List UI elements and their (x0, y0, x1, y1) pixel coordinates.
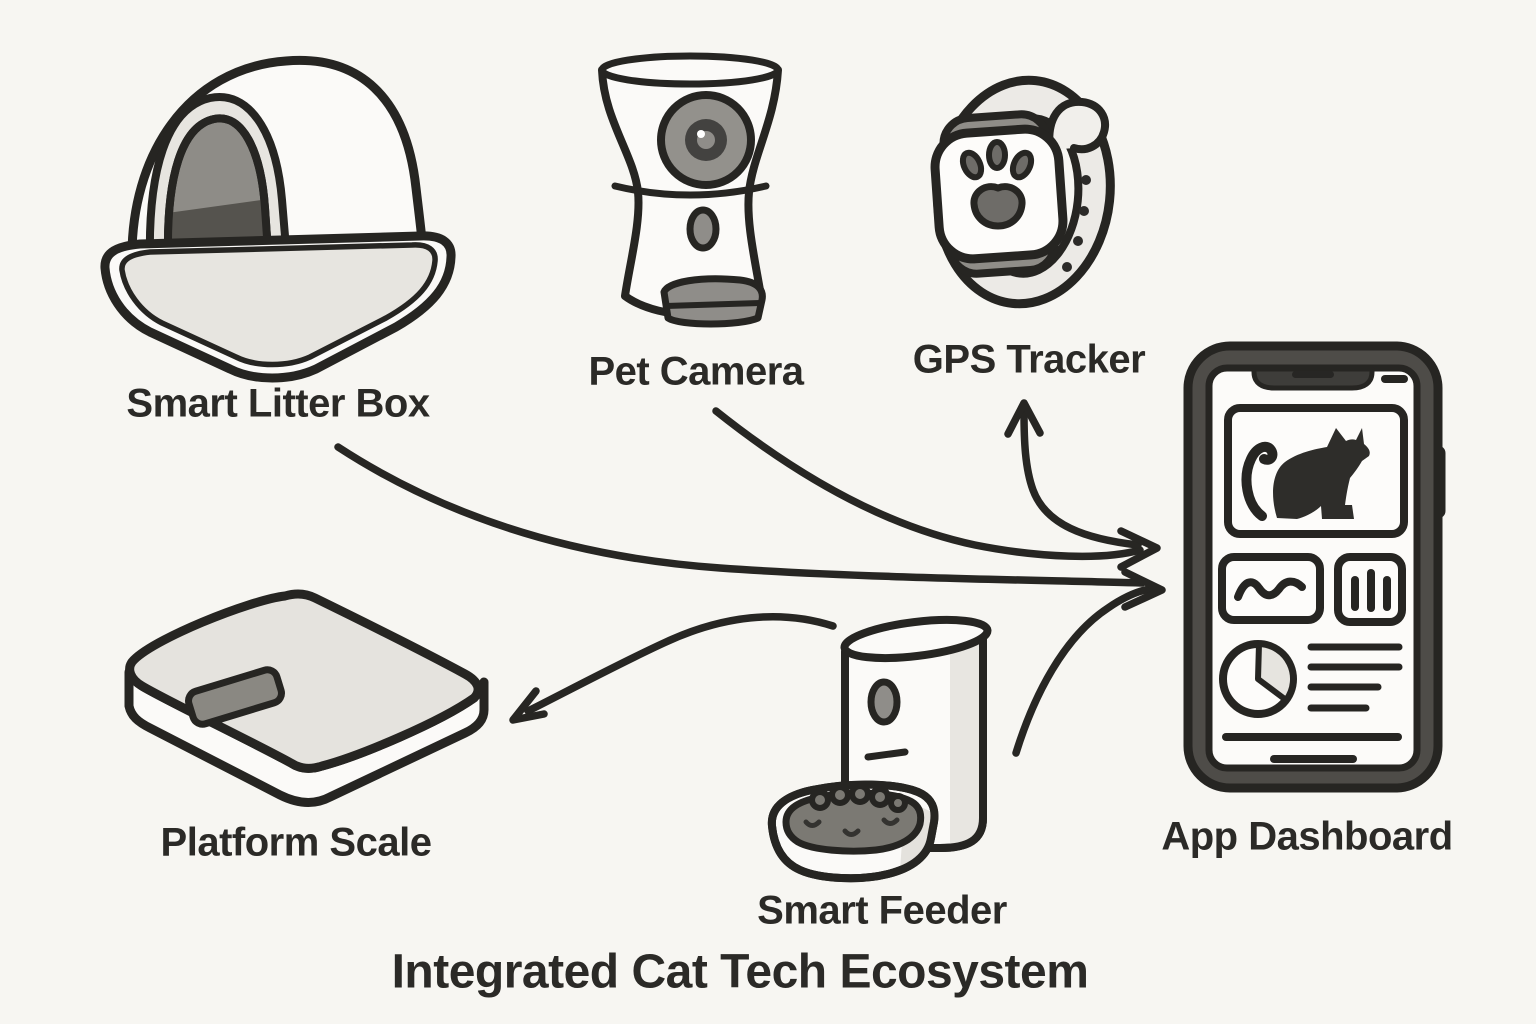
label-gps-tracker: GPS Tracker (912, 337, 1146, 382)
gps-strap-hook (1045, 97, 1109, 154)
arrowhead-right-upper (1117, 527, 1161, 571)
pet-camera-top-rim (598, 52, 782, 88)
litter-box-tray-inner (119, 242, 438, 368)
diagram-title: Integrated Cat Tech Ecosystem (391, 945, 1089, 999)
feeder-top-rim (840, 615, 992, 663)
label-smart-litter-box: Smart Litter Box (126, 381, 430, 426)
arrow-dashboard-to-platform-scale (524, 612, 837, 715)
pie-chart-slice (1255, 641, 1296, 703)
bar-chart-icon (1351, 569, 1391, 612)
cat-tail (1241, 441, 1278, 521)
dashboard-bottom-lines (1222, 733, 1402, 763)
pet-camera-illustration (598, 52, 782, 328)
label-app-dashboard: App Dashboard (1161, 814, 1453, 859)
dashboard-text-lines (1307, 643, 1403, 712)
feeder-button (867, 678, 901, 726)
line-chart-card (1218, 553, 1324, 624)
pet-camera-button (686, 206, 720, 252)
phone-notch (1251, 366, 1375, 391)
label-platform-scale: Platform Scale (160, 820, 432, 865)
label-smart-feeder: Smart Feeder (757, 888, 1007, 933)
arrowhead-up-gps (1004, 399, 1044, 438)
platform-scale-illustration (124, 589, 489, 807)
smart-feeder-illustration (767, 615, 992, 883)
pet-camera-seam (611, 182, 770, 199)
arrow-dashboard-to-gps-tracker (1020, 408, 1142, 549)
scale-display (185, 666, 285, 728)
gps-tracker-illustration (930, 75, 1115, 309)
pet-camera-base-flap (660, 275, 766, 328)
arrow-litter-box-to-dashboard (334, 443, 1146, 587)
arrow-pet-camera-to-dashboard (712, 407, 1144, 561)
arrow-smart-feeder-to-dashboard (1012, 585, 1154, 757)
cat-silhouette-icon (1273, 428, 1370, 519)
label-pet-camera: Pet Camera (588, 349, 804, 394)
arrowhead-down-left-scale (509, 687, 548, 724)
arrowhead-right-lower (1121, 568, 1166, 611)
line-chart-squiggle-icon (1234, 577, 1306, 601)
app-dashboard-phone-illustration (1183, 341, 1446, 793)
paw-print-icon (959, 139, 1035, 230)
smart-litter-box-illustration (100, 55, 456, 383)
connection-arrows (334, 399, 1166, 757)
